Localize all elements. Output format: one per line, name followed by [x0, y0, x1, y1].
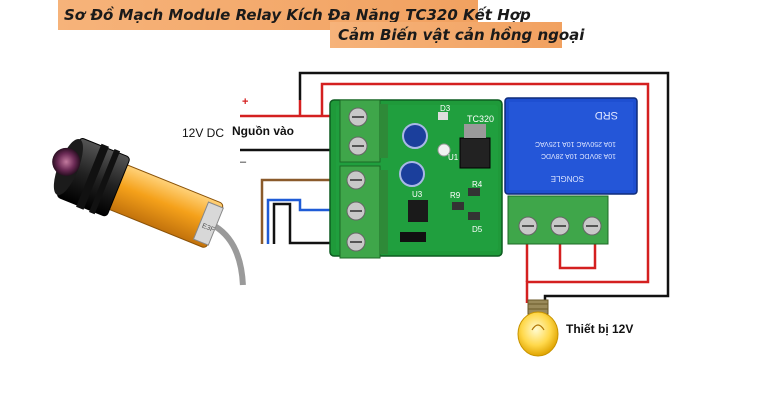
power-plus-label: + — [242, 96, 249, 108]
diagram-title-line2: Cảm Biến vật cản hồng ngoại — [330, 22, 584, 48]
load-device-label: Thiết bị 12V — [566, 322, 634, 336]
sensor-tag: E3F — [201, 223, 216, 234]
board-d5-label: D5 — [472, 225, 483, 234]
wire-red-relay-link — [558, 232, 597, 270]
board-r4-label: R4 — [472, 180, 483, 189]
jumper — [400, 232, 426, 242]
sensor-lens — [52, 147, 81, 176]
capacitor — [399, 161, 425, 187]
power-source-label: Nguồn vào — [232, 124, 294, 138]
diode — [437, 143, 451, 157]
relay-rating-line2: 10A 30VDC 10A 28VDC — [541, 152, 616, 159]
led-d3 — [438, 112, 448, 120]
terminal-block-output — [507, 195, 609, 245]
ic-u3 — [408, 200, 428, 222]
relay-brand: SRD — [595, 109, 618, 121]
sensor-cable — [213, 223, 246, 286]
relay: SRD 10A 250VAC 10A 125VAC 10A 30VDC 10A … — [504, 97, 638, 195]
relay-module-board — [329, 99, 503, 259]
board-r9-label: R9 — [450, 191, 461, 200]
bulb-icon — [517, 299, 559, 357]
wire-sensor-blue — [266, 198, 355, 244]
board-u3-label: U3 — [412, 190, 423, 199]
relay-maker: SONGLE — [551, 174, 584, 183]
wire-red-loop — [320, 82, 650, 303]
relay-rating-line1: 10A 250VAC 10A 125VAC — [535, 140, 616, 147]
wire-sensor-black — [272, 202, 355, 245]
wire-black-top-loop — [298, 71, 670, 303]
power-voltage-label: 12V DC — [182, 126, 225, 140]
power-minus-label: – — [240, 156, 247, 168]
ir-sensor: E3F — [52, 138, 246, 286]
capacitor — [402, 123, 428, 149]
board-model-label: TC320 — [467, 114, 494, 124]
board-d3-label: D3 — [440, 104, 451, 113]
board-u1-label: U1 — [448, 153, 459, 162]
diagram-title-line1: Sơ Đồ Mạch Module Relay Kích Đa Năng TC3… — [58, 0, 531, 30]
wire-sensor-brown — [260, 178, 355, 244]
voltage-regulator — [459, 137, 491, 169]
